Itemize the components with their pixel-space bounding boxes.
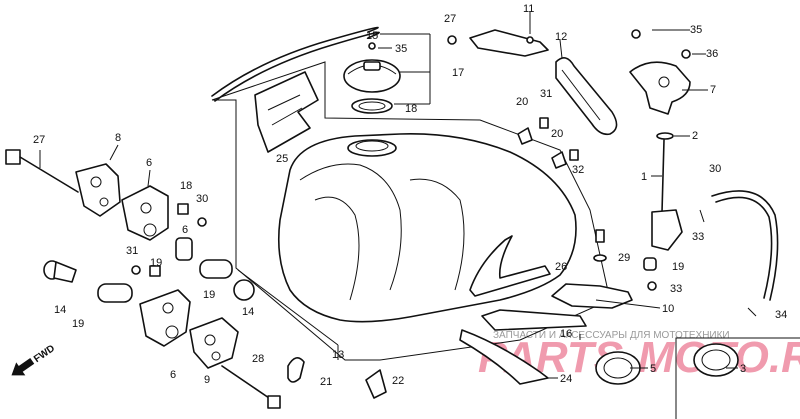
callout-14-right: 14 [242,306,254,318]
filler-neck [347,139,397,157]
hose-clips-33 [699,209,757,317]
callout-14-left: 14 [54,304,66,316]
long-bolt-lower [221,365,273,401]
callout-18-lower: 19 [150,257,162,269]
callout-13: 15 [366,30,378,42]
callout-24: 25 [276,153,288,165]
spring-clip-21 [287,357,305,383]
callout-16: 17 [452,67,464,79]
callout-23: 24 [560,373,572,385]
bolt-30-lower [131,265,141,275]
leader-lines [39,12,738,379]
rubber-cushion-14b [233,279,255,301]
callout-15: 16 [560,328,572,340]
bolt-18-lower [149,265,161,277]
callout-18-right: 19 [672,261,684,273]
callout-31-upper: 31 [540,88,552,100]
callout-1: 1 [641,171,647,183]
callout-19-right: 19 [203,289,215,301]
fuel-cock [651,209,683,251]
bolt-36 [595,229,605,243]
nut-18 [643,257,657,271]
engine-bracket-upper [75,163,121,217]
bolt-30-upper [197,217,207,227]
callout-35-top: 35 [690,24,702,36]
fwd-arrow-icon: FWD [11,343,57,376]
o-ring [656,132,674,140]
callout-6-lower: 6 [170,369,176,381]
callout-labels: 15 35 17 18 27 11 12 35 36 7 2 1 20 31 2… [33,3,787,388]
callout-8-upper: 8 [115,132,121,144]
collar-19b [199,259,233,279]
callout-20-upper: 20 [516,96,528,108]
watermark-tagline: ЗАПЧАСТИ И АКСЕССУАРЫ ДЛЯ МОТОТЕХНИКИ [493,330,730,341]
breather-hose [211,26,379,97]
heat-shield-plate [551,283,633,309]
callout-27-lower: 28 [252,353,264,365]
mounting-bracket [629,61,691,115]
screw-32 [647,281,657,291]
callout-2: 2 [692,130,698,142]
callout-32: 33 [670,283,682,295]
cap-gasket [351,98,393,114]
callout-4: 5 [650,363,656,375]
long-bolt-upper [19,156,79,193]
collar-19 [97,283,133,303]
callout-17: 18 [405,103,417,115]
bolt-35 [631,29,641,39]
callout-10: 11 [523,3,534,15]
callout-27-upper: 27 [33,134,45,146]
washer-28 [593,254,607,262]
callout-28: 29 [618,252,630,264]
callout-29: 30 [709,163,721,175]
callout-19-left: 19 [72,318,84,330]
rubber-strap [555,57,618,136]
callout-35: 36 [706,48,718,60]
clip-20-upper [517,127,533,145]
screw-31-lower [569,149,579,161]
fuel-hose [711,190,779,301]
callout-31-lower: 32 [572,164,584,176]
bolt-18-upper [177,203,189,215]
fuel-tank [277,133,577,323]
bolt-26 [447,35,457,45]
callout-33-upper: 33 [692,231,704,243]
long-bolt-lower-head [267,395,281,409]
fuel-cock-rod [661,139,665,213]
callout-26: 27 [444,13,456,25]
callout-5: 6 [182,224,188,236]
tank-bracket-lower [139,289,191,347]
hose-clamp-3 [693,343,739,377]
callout-6-upper: 6 [146,157,152,169]
long-bolt-upper-head [5,149,21,165]
screw-31-upper [539,117,549,129]
seat-rubber [481,309,587,331]
callout-21: 21 [320,376,332,388]
callout-18-upper: 18 [180,180,192,192]
callout-7: 7 [710,84,716,96]
bolt-35b [681,49,691,59]
rear-bracket [469,29,549,57]
fwd-label: FWD [32,343,57,365]
callout-30-lower: 31 [126,245,138,257]
callout-9: 10 [662,303,674,315]
callout-20-lower: 20 [551,128,563,140]
callout-33-lower: 34 [775,309,787,321]
callout-25: 26 [555,261,567,273]
callout-22: 22 [392,375,404,387]
callout-3: 3 [740,363,746,375]
callout-12: 13 [332,349,344,361]
callout-8-lower: 9 [204,374,210,386]
callout-11: 12 [555,31,567,43]
tank-decal [254,71,319,153]
tank-emblem [469,235,551,297]
callout-34: 35 [395,43,407,55]
clip-20-lower [551,151,567,169]
callout-30-upper: 30 [196,193,208,205]
collar-5 [175,237,193,261]
spring-clip-22 [365,369,387,399]
